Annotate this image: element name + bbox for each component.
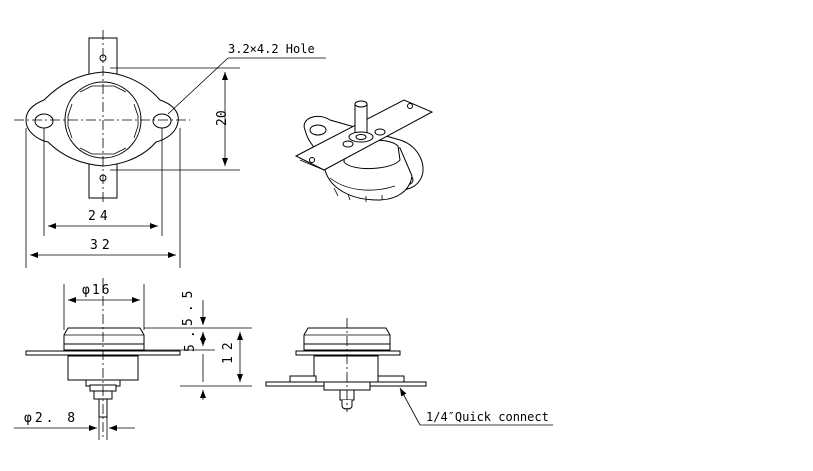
dim-12-label: 12 [221, 336, 236, 364]
side-body [313, 355, 379, 383]
dim-32-label: 32 [90, 238, 114, 253]
front-view-left: φ16 φ2. 8 5.5 5. 12 [14, 278, 252, 440]
front-cap [63, 327, 145, 345]
top-view: 3.2×4.2 Hole 20 24 32 [14, 30, 326, 268]
dim-phi16-label: φ16 [82, 283, 111, 298]
dim-5-label: 5. [183, 324, 198, 352]
dim-5-5-label: 5.5 [181, 285, 196, 326]
dim-24-label: 24 [88, 209, 112, 224]
iso-stud [354, 103, 368, 137]
hole-annotation: 3.2×4.2 Hole [228, 42, 315, 56]
dim-phi2-8-label: φ2. 8 [24, 411, 78, 426]
side-flange [295, 350, 401, 356]
front-view-right: 1/4″Quick connect [265, 318, 553, 426]
flange-outline [25, 71, 179, 167]
isometric-view [294, 99, 434, 202]
quick-connect-annotation: 1/4″Quick connect [426, 410, 549, 424]
dim-20-label: 20 [215, 110, 230, 126]
